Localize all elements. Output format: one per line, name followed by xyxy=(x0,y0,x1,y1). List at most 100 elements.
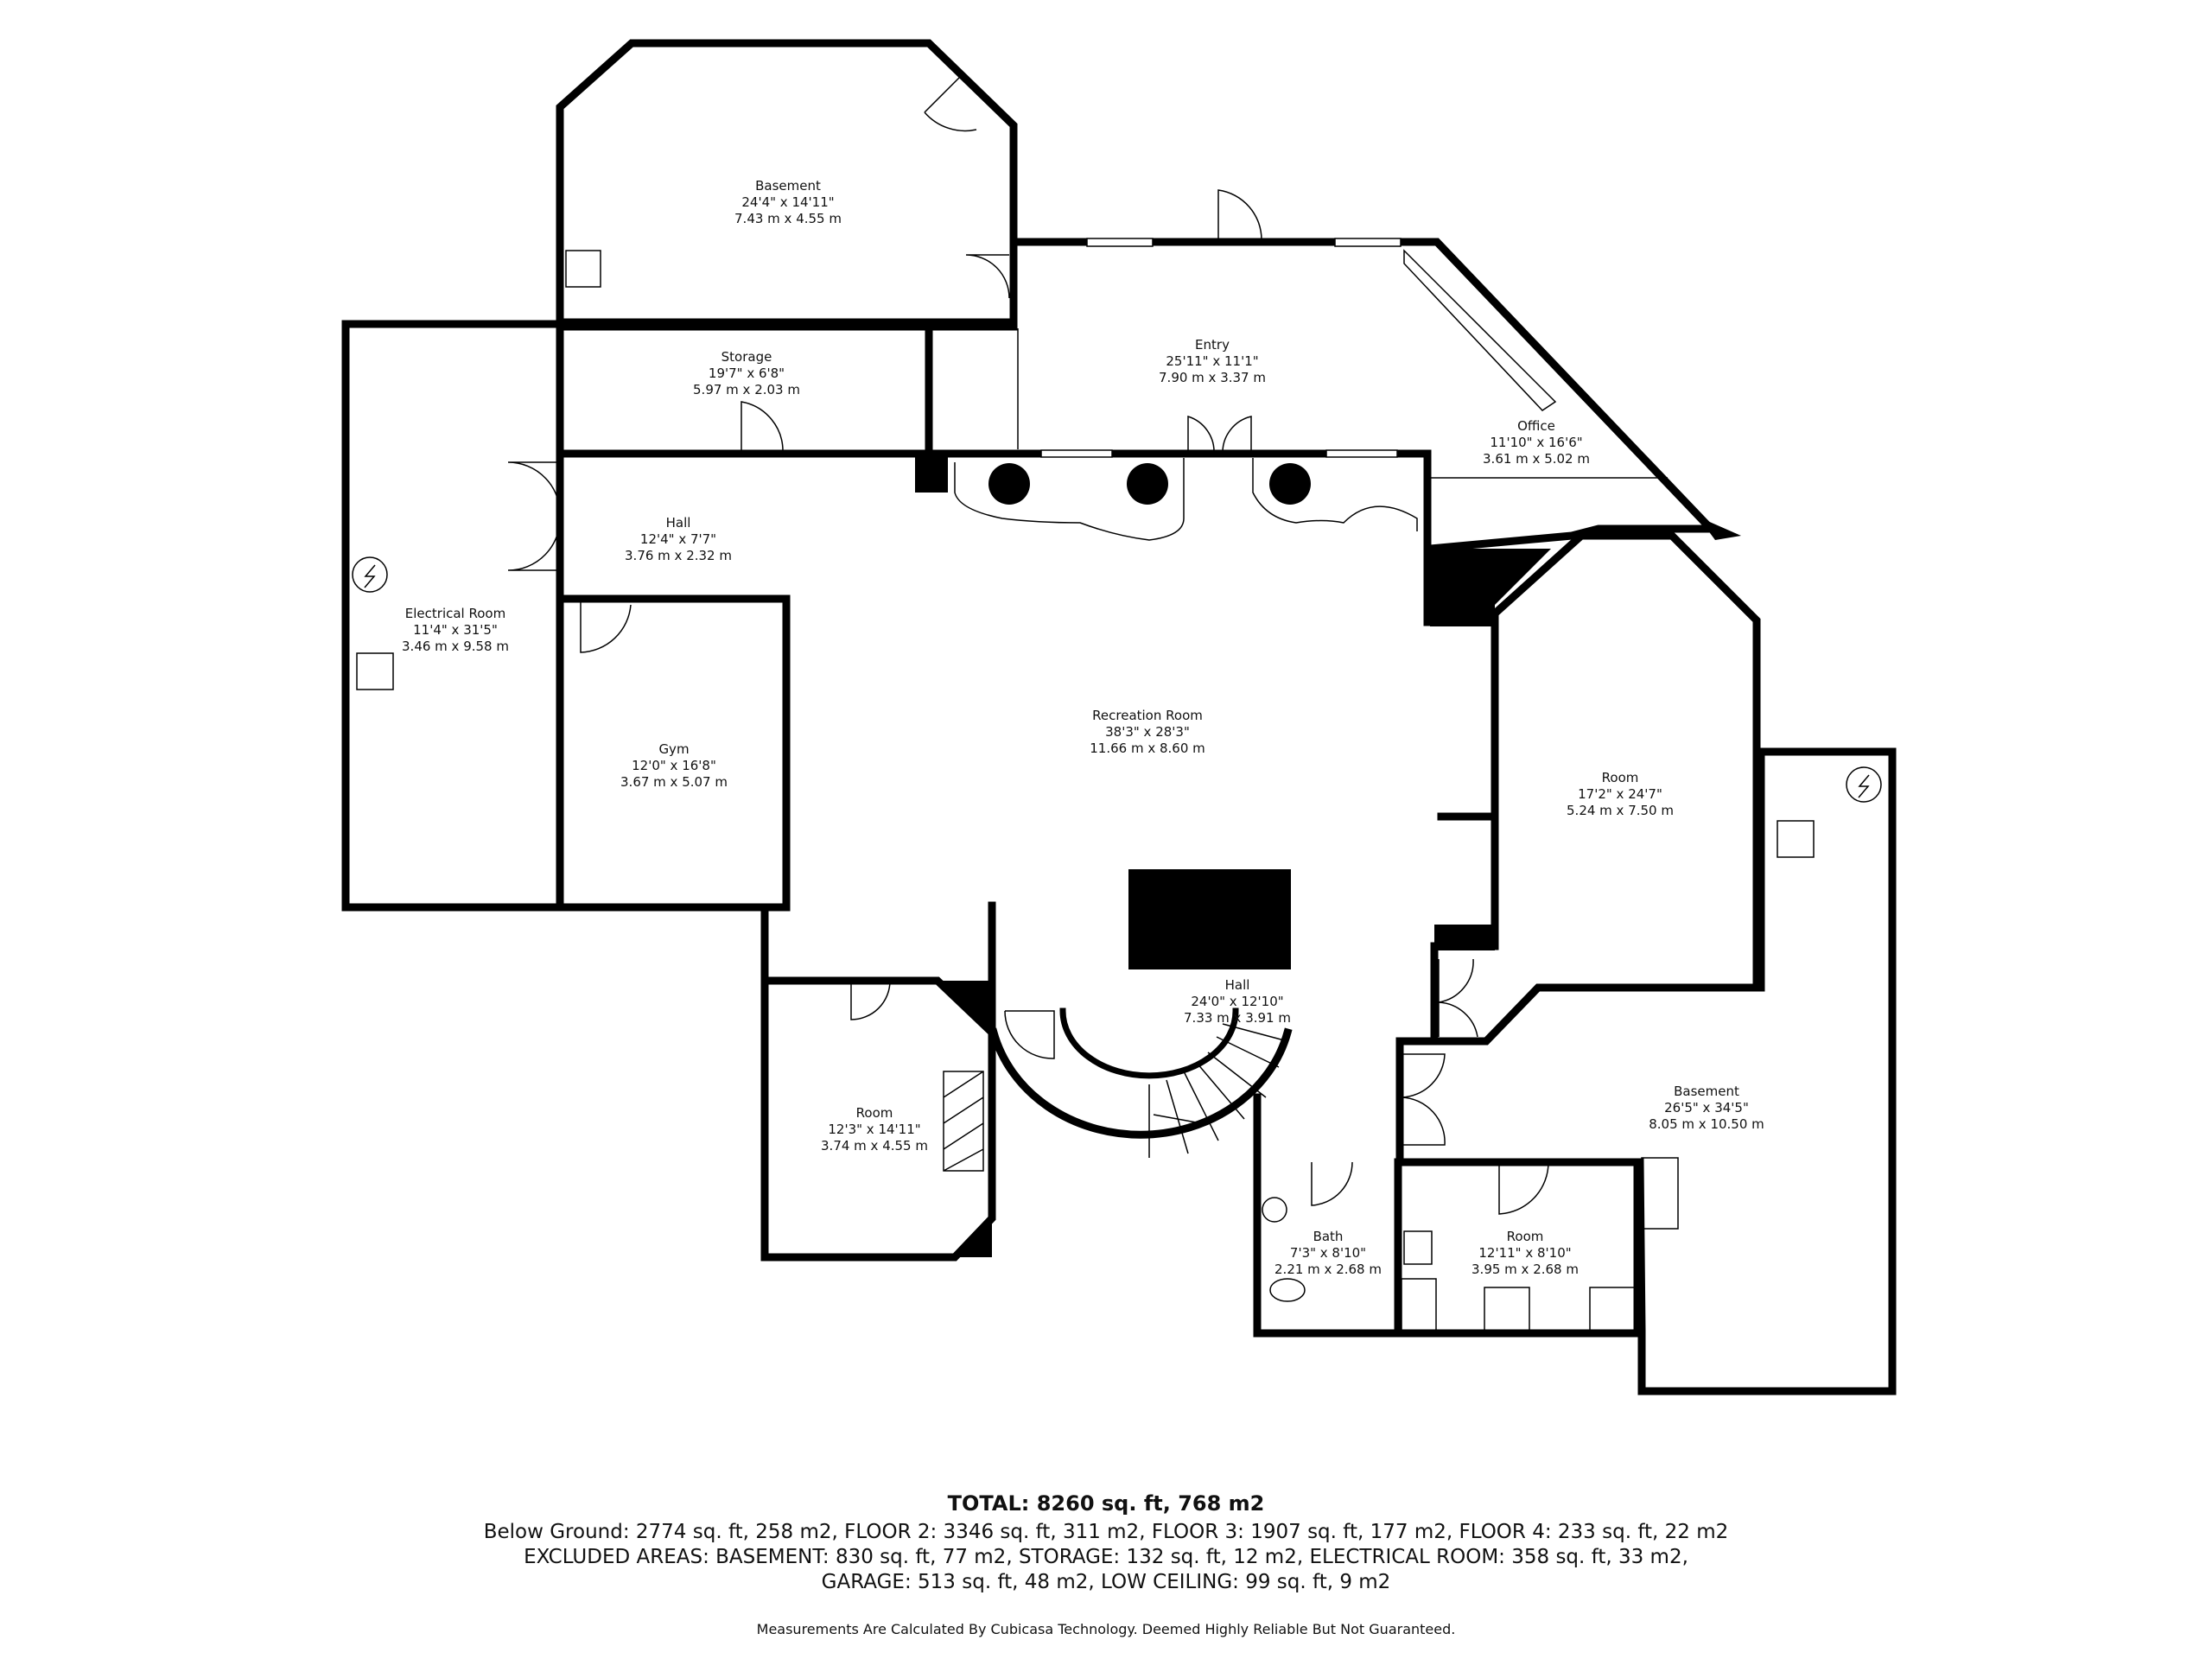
door-room-left xyxy=(850,980,891,1020)
door-entry-top xyxy=(1217,189,1262,241)
lightning-icon xyxy=(352,556,388,593)
wall-fill-room-left-top xyxy=(938,981,992,1033)
door-storage xyxy=(741,401,784,453)
room-name: Basement xyxy=(1674,1084,1739,1099)
lightning-icon-bolt xyxy=(364,564,376,588)
room-dim-metric: 3.46 m x 9.58 m xyxy=(402,639,509,654)
footer-total: TOTAL: 8260 sq. ft, 768 m2 xyxy=(947,1491,1265,1516)
room-label-office: Office 11'10" x 16'6" 3.61 m x 5.02 m xyxy=(1483,418,1590,467)
column-block-top xyxy=(915,454,948,493)
room-dim-metric: 7.90 m x 3.37 m xyxy=(1159,370,1266,385)
room-label-basement-bottom: Basement 26'5" x 34'5" 8.05 m x 10.50 m xyxy=(1649,1084,1764,1132)
room-name: Room xyxy=(1507,1229,1544,1244)
wall-room-right xyxy=(1395,531,1761,1046)
room-name: Hall xyxy=(1225,977,1250,993)
room-dim-metric: 3.74 m x 4.55 m xyxy=(821,1138,928,1154)
column-base-curve xyxy=(954,458,1418,541)
room-label-hall-lower: Hall 24'0" x 12'10" 7.33 m x 3.91 m xyxy=(1184,977,1291,1026)
lightning-icon-right xyxy=(1846,766,1882,803)
thin-lines xyxy=(356,73,1815,1332)
room-label-entry: Entry 25'11" x 11'1" 7.90 m x 3.37 m xyxy=(1159,337,1266,385)
door-double-basement xyxy=(1438,958,1478,1038)
room-name: Room xyxy=(1602,770,1639,785)
room-dim-metric: 3.95 m x 2.68 m xyxy=(1471,1262,1579,1277)
door-double-rec xyxy=(1187,415,1252,454)
room-label-room-left: Room 12'3" x 14'11" 3.74 m x 4.55 m xyxy=(821,1105,928,1154)
appliance-basement-top xyxy=(565,250,601,288)
door-double-electrical xyxy=(507,461,561,571)
window-rec-1 xyxy=(1040,449,1113,458)
footer-excluded-areas-cont: GARAGE: 513 sq. ft, 48 m2, LOW CEILING: … xyxy=(821,1571,1391,1593)
room-dim-imperial: 12'4" x 7'7" xyxy=(640,531,716,547)
room-label-room-bottom: Room 12'11" x 8'10" 3.95 m x 2.68 m xyxy=(1471,1229,1579,1277)
room-dim-metric: 8.05 m x 10.50 m xyxy=(1649,1116,1764,1132)
door-basement-top-corner xyxy=(924,73,977,132)
room-dim-imperial: 24'0" x 12'10" xyxy=(1191,994,1283,1009)
room-name: Hall xyxy=(666,515,691,531)
room-dim-metric: 11.66 m x 8.60 m xyxy=(1090,741,1205,756)
room-dim-metric: 7.33 m x 3.91 m xyxy=(1184,1010,1291,1026)
room-label-electrical-room: Electrical Room 11'4" x 31'5" 3.46 m x 9… xyxy=(402,606,509,654)
door-basement-top-side xyxy=(965,254,1010,299)
room-dim-imperial: 17'2" x 24'7" xyxy=(1578,786,1662,802)
stair-treads xyxy=(1148,1023,1288,1158)
room-label-recreation-room: Recreation Room 38'3" x 28'3" 11.66 m x … xyxy=(1090,708,1205,756)
solid-fills xyxy=(915,454,1741,1257)
room-name: Bath xyxy=(1313,1229,1344,1244)
room-dim-imperial: 24'4" x 14'11" xyxy=(741,194,834,210)
column-1 xyxy=(988,463,1030,505)
wall-basement-bottom xyxy=(1395,747,1897,1395)
room-name: Gym xyxy=(658,741,689,757)
wall-fill-office-corner xyxy=(1698,517,1741,540)
room-dim-metric: 5.97 m x 2.03 m xyxy=(693,382,800,397)
footer-area-breakdown: Below Ground: 2774 sq. ft, 258 m2, FLOOR… xyxy=(483,1521,1729,1543)
room-dim-imperial: 11'4" x 31'5" xyxy=(413,622,498,638)
room-label-hall-upper: Hall 12'4" x 7'7" 3.76 m x 2.32 m xyxy=(625,515,732,563)
room-dim-imperial: 19'7" x 6'8" xyxy=(709,365,785,381)
wall-fill-right-lower xyxy=(1434,925,1495,950)
room-dim-imperial: 25'11" x 11'1" xyxy=(1166,353,1258,369)
appliance-electrical xyxy=(356,652,394,690)
footer-disclaimer: Measurements Are Calculated By Cubicasa … xyxy=(756,1621,1456,1637)
wall-fill-right xyxy=(1430,549,1551,626)
window-rec-2 xyxy=(1325,449,1398,458)
door-bath xyxy=(1311,1161,1353,1206)
column-2 xyxy=(1127,463,1168,505)
room-name: Entry xyxy=(1195,337,1230,353)
room-dim-metric: 7.43 m x 4.55 m xyxy=(734,211,842,226)
room-dim-metric: 3.67 m x 5.07 m xyxy=(620,774,728,790)
room-name: Electrical Room xyxy=(405,606,505,621)
room-dim-imperial: 7'3" x 8'10" xyxy=(1290,1245,1366,1261)
window-entry-2 xyxy=(1334,238,1402,247)
bath-toilet xyxy=(1269,1278,1306,1302)
door-gym xyxy=(580,599,632,653)
room-dim-metric: 2.21 m x 2.68 m xyxy=(1274,1262,1382,1277)
door-stair xyxy=(1004,1010,1055,1059)
room-dim-imperial: 38'3" x 28'3" xyxy=(1105,724,1190,740)
door-double-basement-lower xyxy=(1401,1053,1446,1146)
wall-stair-inner xyxy=(1059,1007,1239,1079)
room-label-bath: Bath 7'3" x 8'10" 2.21 m x 2.68 m xyxy=(1274,1229,1382,1277)
wall-fill-room-left-bottom xyxy=(955,1218,992,1257)
room-dim-imperial: 12'3" x 14'11" xyxy=(828,1122,920,1137)
lightning-icon-right-bolt xyxy=(1858,774,1870,798)
fireplace-block xyxy=(1128,869,1291,969)
footer-excluded-areas: EXCLUDED AREAS: BASEMENT: 830 sq. ft, 77… xyxy=(524,1546,1688,1568)
wall-gym xyxy=(559,594,791,912)
wall-entry-office xyxy=(925,238,1720,626)
room-label-gym: Gym 12'0" x 16'8" 3.67 m x 5.07 m xyxy=(620,741,728,790)
room-dim-metric: 3.76 m x 2.32 m xyxy=(625,548,732,563)
bath-sink xyxy=(1262,1197,1287,1223)
door-room-bottom xyxy=(1498,1161,1549,1215)
room-dim-metric: 5.24 m x 7.50 m xyxy=(1567,803,1674,818)
windows xyxy=(1040,238,1402,458)
room-dim-imperial: 26'5" x 34'5" xyxy=(1664,1100,1749,1116)
appliance-basement-bottom xyxy=(1641,1157,1679,1230)
room-name: Room xyxy=(856,1105,893,1121)
room-dim-imperial: 12'0" x 16'8" xyxy=(632,758,716,773)
room-bottom-sink xyxy=(1403,1230,1433,1265)
room-name: Recreation Room xyxy=(1092,708,1203,723)
column-3 xyxy=(1269,463,1311,505)
wall-hall-upper xyxy=(559,449,1432,626)
